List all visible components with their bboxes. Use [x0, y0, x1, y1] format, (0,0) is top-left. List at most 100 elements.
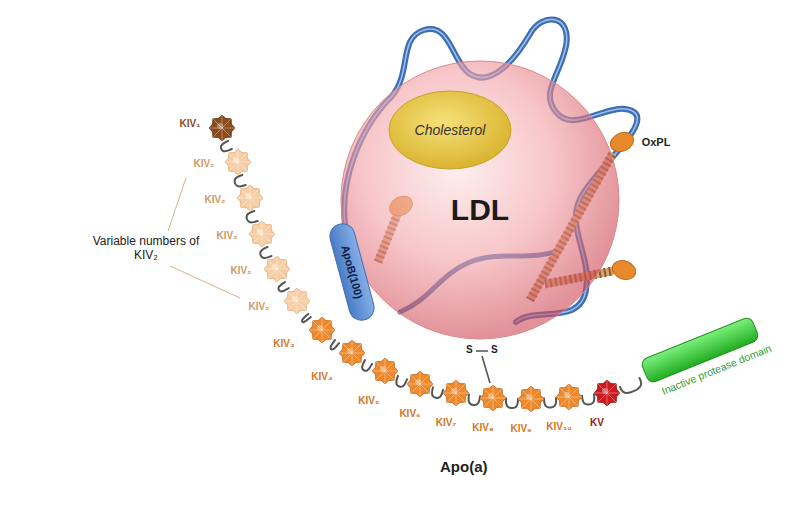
kringle-shine	[526, 394, 532, 400]
kringle-facet	[385, 371, 386, 384]
kringle-facet	[607, 393, 616, 402]
kringle-facet	[411, 384, 420, 393]
kringle-shine	[488, 393, 494, 399]
kringle-facet	[456, 393, 465, 402]
kringle-domain-outline	[339, 340, 365, 366]
kringle-facet	[493, 398, 494, 411]
oxpl-group-outline	[610, 133, 634, 151]
kringle-facet	[250, 198, 251, 211]
sulfur-atom: S	[491, 344, 498, 356]
group-note: Variable numbers of KIV₂	[88, 234, 204, 263]
kringle-star	[443, 380, 469, 406]
kringle-facet	[531, 399, 532, 412]
kringle-label: KIV₇	[436, 417, 457, 429]
kringle-facet	[277, 269, 290, 270]
kringle-domain-outline	[594, 380, 620, 406]
linker-loop	[302, 314, 311, 322]
kringle-facet	[213, 128, 222, 137]
kringle-domain: KV	[594, 380, 620, 406]
kringle-facet	[313, 330, 322, 339]
kringle-star	[209, 115, 235, 141]
kringle-facet	[222, 128, 223, 141]
kringle-shine	[217, 123, 223, 129]
kringle-label: KV	[590, 417, 604, 429]
particle-name: LDL	[451, 193, 509, 228]
kringle-facet	[352, 344, 361, 353]
kringle-facet	[288, 292, 297, 301]
kringle-star	[407, 371, 433, 397]
kringle-facet	[598, 393, 607, 402]
kringle-facet	[484, 398, 493, 407]
kringle-facet	[493, 398, 506, 399]
kringle-facet	[531, 399, 544, 400]
sulfur-atom: S	[466, 344, 473, 356]
linker-loop	[506, 398, 518, 408]
linker-loop	[331, 340, 339, 349]
kringle-facet	[531, 390, 540, 399]
kringle-facet	[420, 384, 421, 397]
kringle-facet	[229, 153, 238, 162]
disulfide-link	[482, 356, 490, 383]
kringle-star	[594, 380, 620, 406]
kringle-facet	[607, 384, 616, 393]
kringle-facet	[250, 198, 263, 199]
kringle-facet	[343, 353, 352, 362]
kringle-domain-outline	[225, 149, 251, 175]
kringle-shine	[317, 325, 323, 331]
kringle-facet	[343, 344, 352, 353]
kringle-facet	[229, 162, 238, 171]
kringle-facet	[297, 292, 306, 301]
kringle-facet	[569, 397, 570, 410]
kringle-facet	[262, 234, 271, 243]
kringle-domain-outline	[237, 185, 263, 211]
kringle-facet	[297, 301, 306, 310]
kringle-label: KIV₂	[193, 158, 214, 170]
kringle-facet	[569, 397, 582, 398]
kringle-facet	[385, 362, 394, 371]
kringle-label: KIV₂	[230, 265, 251, 277]
kringle-facet	[250, 189, 259, 198]
kringle-facet	[447, 393, 456, 402]
kringle-shine	[245, 193, 251, 199]
kringle-label: KIV₁₀	[546, 421, 571, 433]
bracket-line	[170, 266, 240, 298]
kringle-domain-outline	[309, 317, 335, 343]
kringle-facet	[531, 399, 540, 408]
kringle-facet	[607, 393, 608, 406]
kringle-facet	[262, 234, 275, 235]
kringle-facet	[268, 269, 277, 278]
kringle-domain: KIV₇	[443, 380, 469, 406]
kringle-facet	[250, 198, 259, 207]
kringle-shine	[380, 366, 386, 372]
kringle-domain: KIV₈	[480, 385, 506, 411]
kringle-domain: KIV₅	[372, 358, 398, 384]
kringle-domain-outline	[209, 115, 235, 141]
kringle-shine	[257, 229, 263, 235]
kringle-star	[556, 384, 582, 410]
disulfide-bond	[476, 350, 488, 351]
kringle-domain: KIV₁₀	[556, 384, 582, 410]
kringle-facet	[352, 353, 361, 362]
kringle-facet	[322, 330, 323, 343]
kringle-facet	[376, 362, 385, 371]
kringle-facet	[456, 393, 469, 394]
oxpl-blob	[607, 129, 636, 155]
kringle-facet	[297, 301, 298, 314]
kringle-star	[284, 288, 310, 314]
kringle-facet	[262, 225, 271, 234]
kringle-star	[249, 221, 275, 247]
kringle-facet	[456, 393, 457, 406]
kringle-star	[309, 317, 335, 343]
kringle-facet	[313, 321, 322, 330]
kringle-shine	[272, 264, 278, 270]
kringle-facet	[277, 260, 286, 269]
oxpl-blob	[610, 257, 639, 282]
apob-blob	[327, 221, 377, 323]
linker-loop	[221, 141, 232, 151]
linker-loop	[362, 360, 372, 371]
kringle-shine	[233, 157, 239, 163]
kringle-domain-outline	[443, 380, 469, 406]
kringle-star	[339, 340, 365, 366]
molecule-name: Apo(a)	[440, 458, 488, 476]
kringle-facet	[569, 397, 578, 406]
